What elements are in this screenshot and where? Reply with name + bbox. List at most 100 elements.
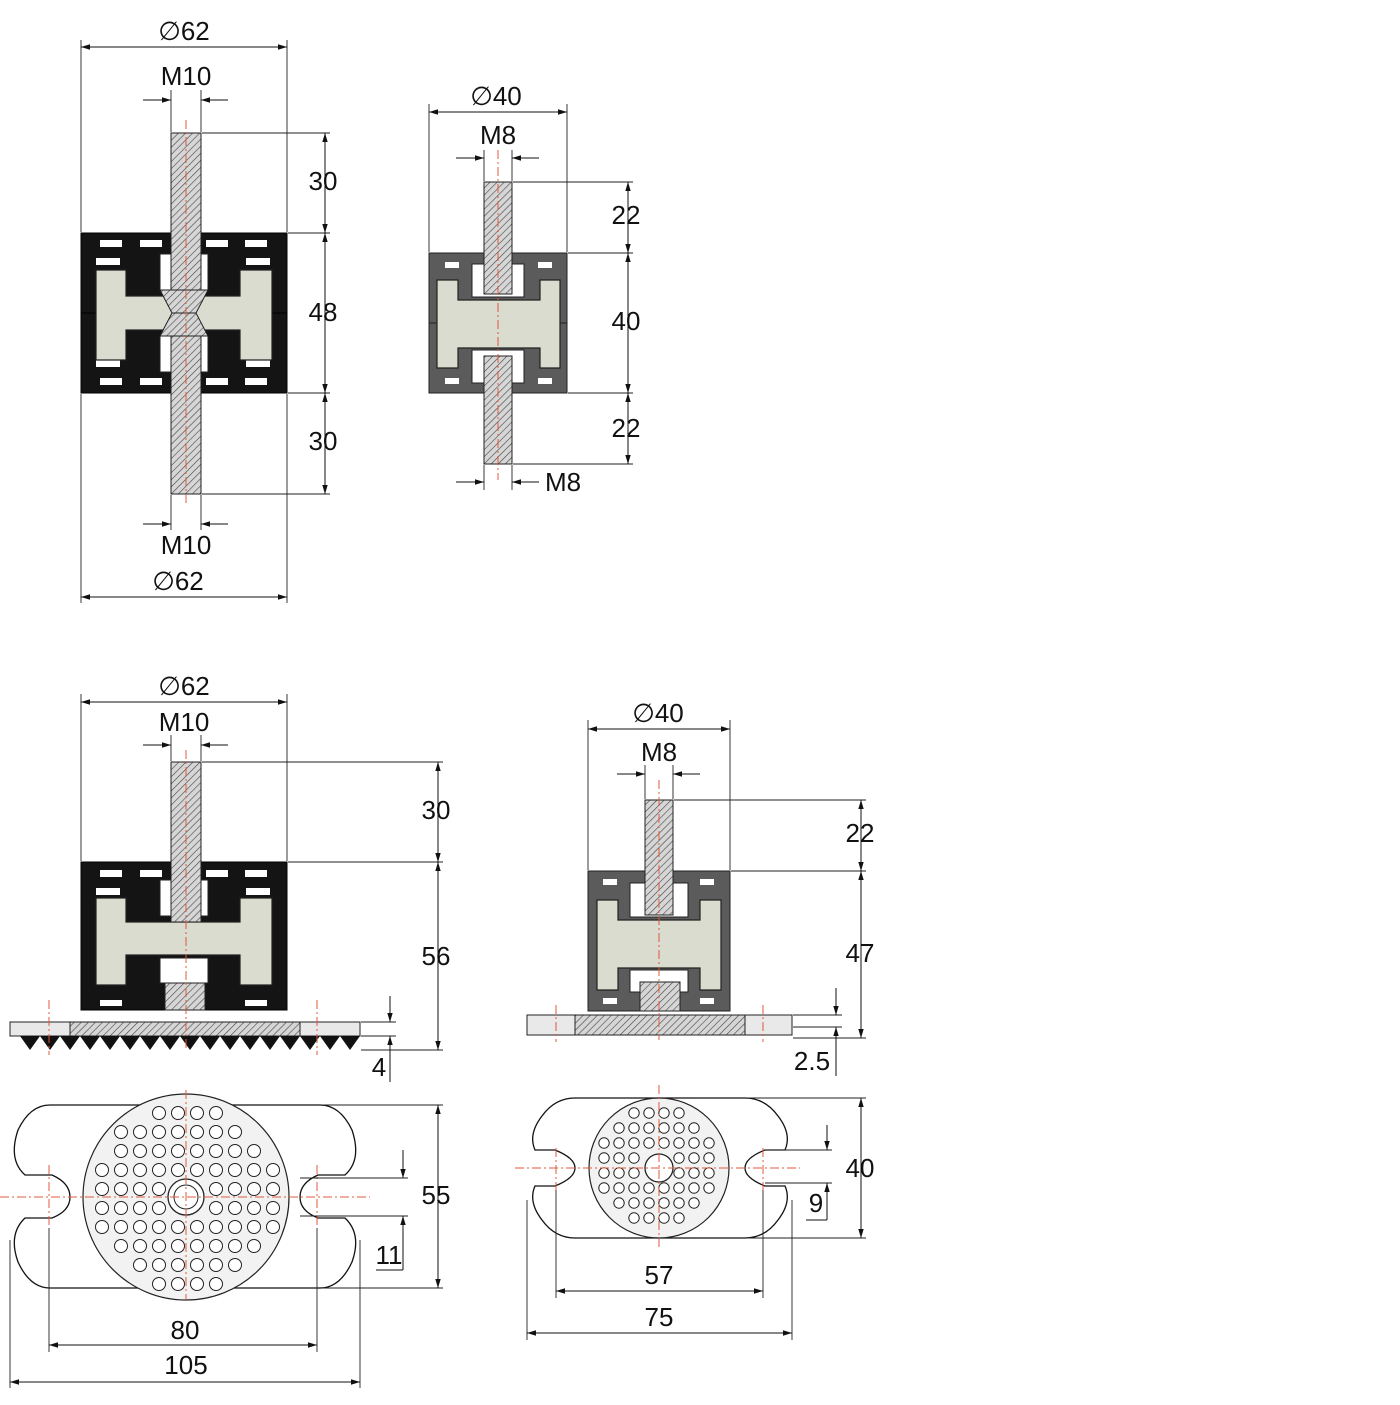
mount-view-a: ∅62 M10 30 48 30 M10 ∅62 [80,16,338,603]
dim-d-plate-length: 75 [645,1302,674,1332]
perforation-hole [658,1107,670,1119]
dim-c-slot-width: 11 [376,1240,403,1270]
perforation-hole [209,1258,223,1272]
perforation-hole [171,1277,185,1291]
perforation-hole [133,1258,147,1272]
dim-d-hole-spacing: 57 [645,1260,674,1290]
nut-bottom [159,312,209,337]
perforation-hole [643,1137,655,1149]
perforation-hole [598,1152,610,1164]
perforation-hole [266,1201,280,1215]
dim-d-diameter: ∅40 [632,698,684,728]
dim-a-stud-top: 30 [309,166,338,196]
perforation-hole [152,1201,166,1215]
perforation-hole [703,1167,715,1179]
perforation-hole [152,1144,166,1158]
perforation-hole [628,1167,640,1179]
perforation-hole [598,1137,610,1149]
perforation-hole [247,1182,261,1196]
perforation-hole [228,1163,242,1177]
dim-c-plate-length: 105 [164,1350,207,1380]
perforation-hole [673,1137,685,1149]
void-bottom [159,957,209,984]
perforation-hole [190,1106,204,1120]
perforation-hole [228,1239,242,1253]
perforation-hole [171,1239,185,1253]
perforation-hole [703,1182,715,1194]
perforation-hole [171,1144,185,1158]
dim-b-stud-bottom: 22 [612,413,641,443]
perforation-hole [658,1197,670,1209]
perforation-hole [673,1107,685,1119]
perforation-hole [114,1163,128,1177]
perforation-hole [152,1163,166,1177]
perforation-hole [613,1167,625,1179]
perforation-hole [247,1220,261,1234]
perforation-hole [171,1163,185,1177]
mount-view-d: ∅40 M8 22 47 2.5 40 [515,698,874,1340]
perforation-hole [133,1239,147,1253]
perforation-hole [190,1220,204,1234]
perforation-hole [152,1106,166,1120]
perforation-holes [598,1107,715,1224]
perforation-hole [628,1152,640,1164]
perforation-hole [688,1122,700,1134]
dim-b-body-height: 40 [612,306,641,336]
rubber-grooves [445,262,552,384]
perforation-hole [228,1220,242,1234]
perforation-hole [152,1125,166,1139]
dim-d-plate-thickness: 2.5 [794,1046,830,1076]
perforation-hole [190,1125,204,1139]
perforation-hole [658,1212,670,1224]
dim-d-plate-width: 40 [846,1153,875,1183]
dim-c-diameter: ∅62 [158,671,210,701]
perforation-hole [688,1167,700,1179]
perforation-hole [209,1163,223,1177]
dim-d-stud: 22 [846,818,875,848]
dim-a-thread-bottom: M10 [161,530,212,560]
rubber-grooves [603,879,714,1004]
dim-d-body-height: 47 [846,938,875,968]
dim-b-thread-top: M8 [480,120,516,150]
perforation-hole [114,1239,128,1253]
dim-a-diameter-bottom: ∅62 [152,566,204,596]
perforation-hole [673,1167,685,1179]
perforation-hole [643,1197,655,1209]
dim-b-thread-bottom: M8 [545,467,581,497]
mount-view-b: ∅40 M8 22 40 22 M8 [428,81,641,497]
base-boss [639,981,681,1012]
perforation-hole [95,1182,109,1196]
perforation-hole [133,1144,147,1158]
perforation-hole [152,1258,166,1272]
perforation-hole [247,1239,261,1253]
perforation-hole [628,1197,640,1209]
perforation-hole [673,1212,685,1224]
perforation-hole [190,1144,204,1158]
perforation-hole [673,1182,685,1194]
dim-d-slot-width: 9 [809,1188,823,1218]
perforation-hole [247,1144,261,1158]
perforation-hole [209,1201,223,1215]
perforation-hole [114,1220,128,1234]
perforation-hole [673,1197,685,1209]
perforation-hole [703,1137,715,1149]
dim-c-body-height: 56 [422,941,451,971]
perforation-hole [658,1122,670,1134]
perforation-hole [643,1107,655,1119]
perforation-hole [247,1201,261,1215]
perforation-hole [152,1277,166,1291]
rubber-grooves [96,870,270,1006]
perforation-hole [171,1258,185,1272]
perforation-hole [266,1220,280,1234]
base-plate-plan [13,1104,357,1289]
mount-view-c: ∅62 M10 30 56 4 55 [0,671,450,1388]
perforation-hole [643,1212,655,1224]
perforation-hole [643,1182,655,1194]
perforation-hole [228,1144,242,1158]
perforation-hole [209,1144,223,1158]
perforation-hole [171,1106,185,1120]
perforation-hole [209,1220,223,1234]
perforation-hole [152,1182,166,1196]
perforation-hole [628,1212,640,1224]
perforation-hole [688,1182,700,1194]
